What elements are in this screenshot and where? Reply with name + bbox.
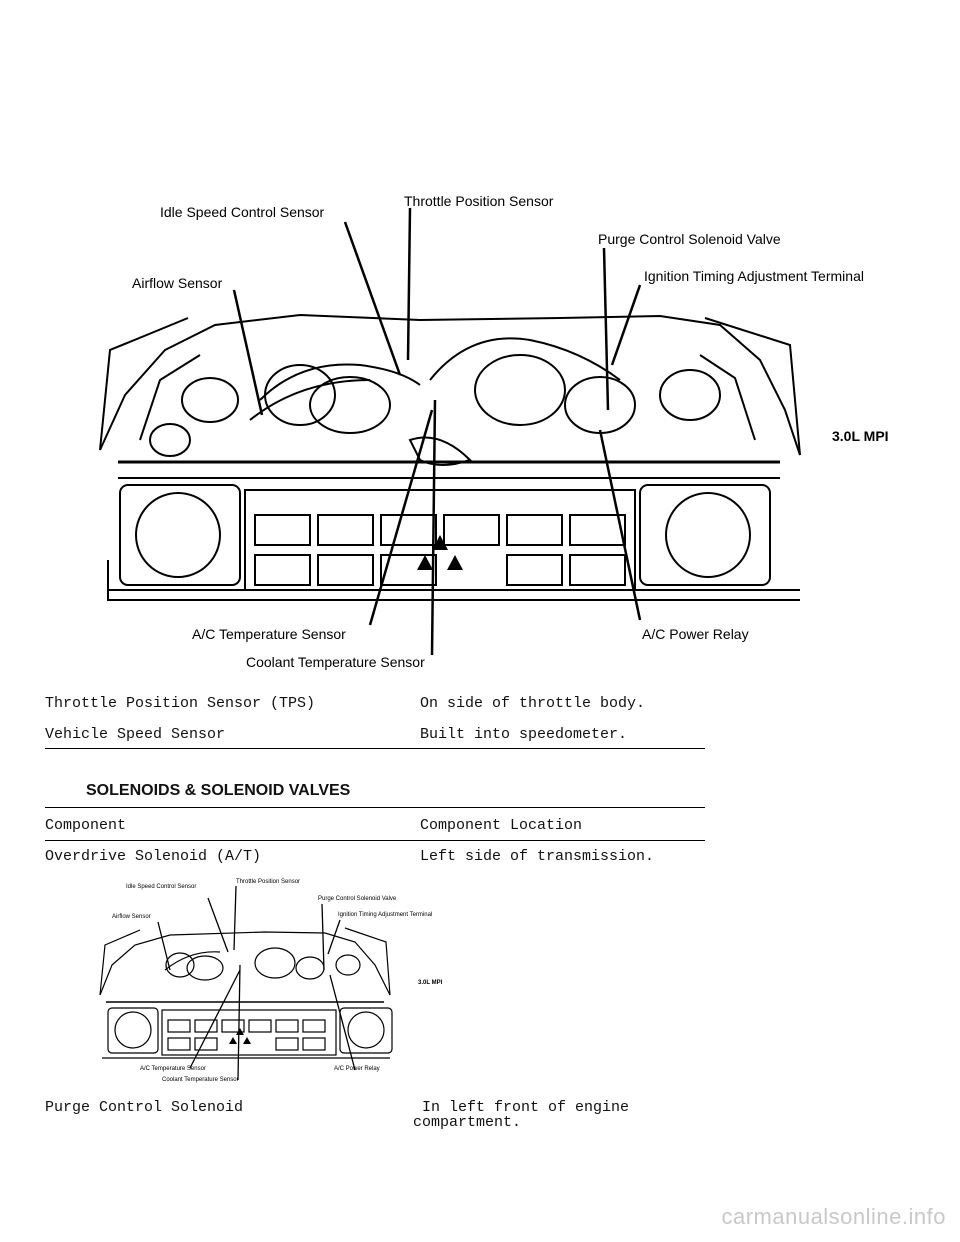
column-header-location: Component Location — [420, 817, 583, 834]
label-throttle-position-sensor: Throttle Position Sensor — [404, 193, 554, 209]
engine-bay-drawing-small — [99, 885, 393, 1081]
label-airflow-sensor: Airflow Sensor — [112, 914, 151, 920]
component-cell: Throttle Position Sensor (TPS) — [45, 695, 316, 712]
label-idle-speed-control-sensor: Idle Speed Control Sensor — [126, 884, 197, 890]
table-row-component: Overdrive Solenoid (A/T) — [45, 848, 262, 865]
label-ac-temperature-sensor: A/C Temperature Sensor — [192, 626, 346, 642]
table-row-location-line1: In left front of engine — [422, 1099, 630, 1116]
table-row: Throttle Position Sensor (TPS) — [45, 695, 315, 712]
table-row-component: Purge Control Solenoid — [45, 1099, 244, 1116]
table-divider — [45, 748, 705, 749]
component-cell: Vehicle Speed Sensor — [45, 726, 226, 743]
label-engine-code: 3.0L MPI — [832, 428, 889, 444]
section-heading: SOLENOIDS & SOLENOID VALVES — [86, 782, 351, 799]
engine-diagram-large: Idle Speed Control Sensor Throttle Posit… — [99, 193, 889, 670]
location-cell: Built into speedometer. — [420, 726, 628, 743]
label-idle-speed-control-sensor: Idle Speed Control Sensor — [160, 204, 325, 220]
label-purge-control-solenoid-valve: Purge Control Solenoid Valve — [318, 896, 397, 902]
label-coolant-temperature-sensor: Coolant Temperature Sensor — [162, 1077, 239, 1083]
label-ac-power-relay: A/C Power Relay — [334, 1066, 380, 1072]
label-airflow-sensor: Airflow Sensor — [132, 275, 223, 291]
table-row-location-line2: compartment. — [413, 1114, 522, 1131]
table-divider — [45, 840, 705, 841]
label-throttle-position-sensor: Throttle Position Sensor — [236, 879, 301, 885]
label-ignition-timing-adjustment-terminal: Ignition Timing Adjustment Terminal — [644, 268, 864, 284]
table-row-location: Left side of transmission. — [420, 848, 655, 865]
watermark: carmanualsonline.info — [721, 1204, 946, 1229]
location-cell: On side of throttle body. — [420, 695, 646, 712]
label-purge-control-solenoid-valve: Purge Control Solenoid Valve — [598, 231, 781, 247]
label-ac-temperature-sensor: A/C Temperature Sensor — [140, 1066, 206, 1072]
column-header-component: Component — [45, 817, 127, 834]
label-ac-power-relay: A/C Power Relay — [642, 626, 749, 642]
label-ignition-timing-adjustment-terminal: Ignition Timing Adjustment Terminal — [338, 912, 433, 918]
label-engine-code: 3.0L MPI — [418, 980, 443, 986]
engine-bay-drawing — [99, 207, 801, 656]
label-coolant-temperature-sensor: Coolant Temperature Sensor — [246, 654, 425, 670]
engine-diagram-small: Idle Speed Control Sensor Throttle Posit… — [90, 870, 470, 1090]
table-row: Vehicle Speed Sensor — [45, 726, 225, 743]
table-divider — [45, 807, 705, 808]
